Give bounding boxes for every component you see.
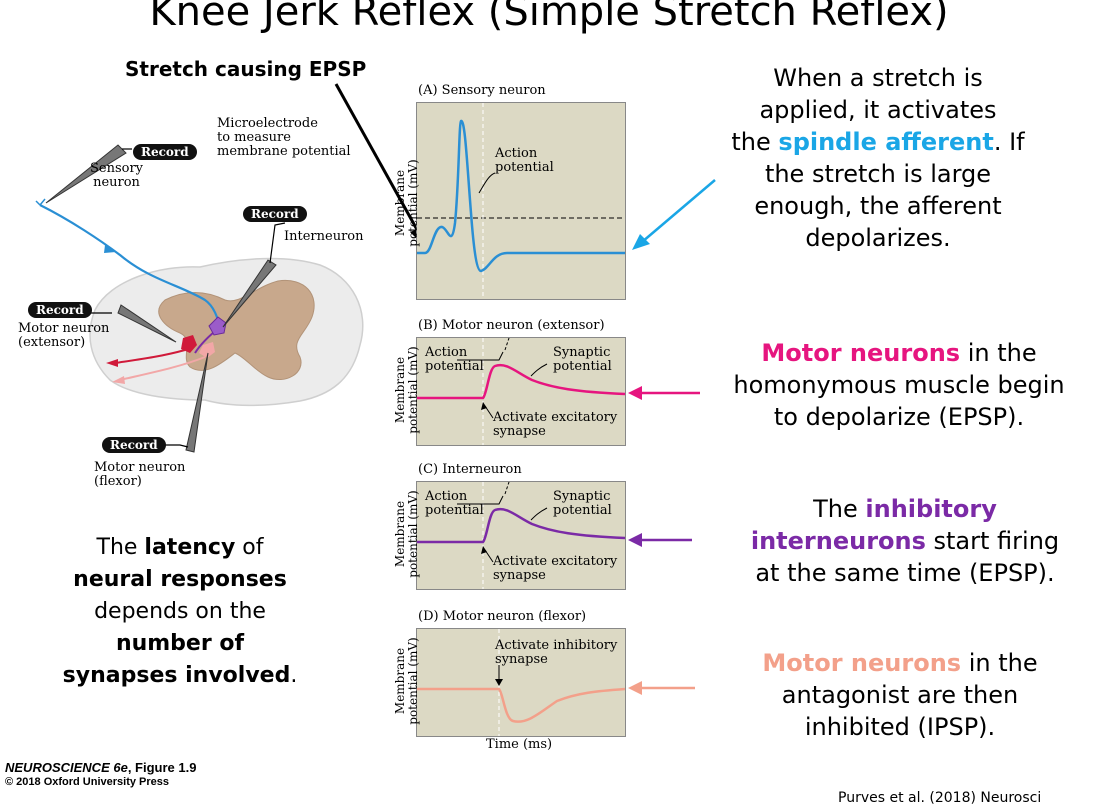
page-title: Knee Jerk Reflex (Simple Stretch Reflex) [149, 0, 949, 35]
time-xlabel: Time (ms) [486, 737, 553, 752]
motor-flexor-label: Motor neuron(flexor) [94, 460, 186, 489]
interneuron-label: Interneuron [284, 229, 364, 244]
motor-neuron-flexor-cell [199, 342, 215, 358]
motor-neuron-extensor-cell [181, 335, 197, 353]
panel-d-title: (D) Motor neuron (flexor) [418, 609, 587, 624]
citation: Purves et al. (2018) Neurosci [838, 790, 1042, 806]
interneuron-electrode [222, 259, 277, 328]
record-badge-extensor: Record [28, 302, 92, 318]
spindle-afferent-highlight: spindle afferent [778, 128, 994, 156]
flexor-electrode [185, 352, 209, 453]
right-text-2: Motor neurons in the homonymous muscle b… [733, 339, 1065, 431]
motor-neurons-highlight: Motor neurons [761, 339, 961, 367]
right-text-4: Motor neurons in the antagonist are then… [762, 649, 1038, 741]
record-badge-sensory: Record [133, 144, 197, 160]
flexor-trace [417, 687, 625, 723]
record-badge-interneuron: Record [243, 206, 307, 222]
sensory-axon [39, 204, 222, 328]
sensory-trace [417, 119, 625, 273]
motor-neurons-antagonist-highlight: Motor neurons [762, 649, 962, 677]
left-text: The latency of neural responses depends … [62, 535, 298, 688]
stretch-label: Stretch causing EPSP [125, 57, 367, 81]
spinal-cord-diagram [35, 144, 364, 453]
record-badge-flexor: Record [102, 437, 166, 453]
right-text-3: The inhibitory interneurons start firing… [750, 495, 1060, 587]
extensor-electrode [117, 304, 177, 343]
motor-extensor-label: Motor neuron(extensor) [18, 321, 110, 350]
figure-credit: NEUROSCIENCE 6e, Figure 1.9 © 2018 Oxfor… [5, 760, 197, 788]
panel-c-title: (C) Interneuron [418, 462, 522, 477]
pointer-arrows [628, 179, 716, 695]
interneuron-cell [208, 316, 227, 336]
blue-arrow [641, 179, 716, 243]
panel-b-title: (B) Motor neuron (extensor) [418, 318, 605, 333]
right-text-1: When a stretch is applied, it activates … [731, 64, 1025, 252]
panel-a-title: (A) Sensory neuron [418, 83, 546, 98]
extensor-trace [417, 363, 625, 400]
spinal-cord-section [89, 257, 364, 407]
interneurons-highlight: interneurons [750, 527, 926, 555]
interneuron-trace [417, 507, 625, 544]
inhibitory-highlight: inhibitory [865, 495, 997, 523]
